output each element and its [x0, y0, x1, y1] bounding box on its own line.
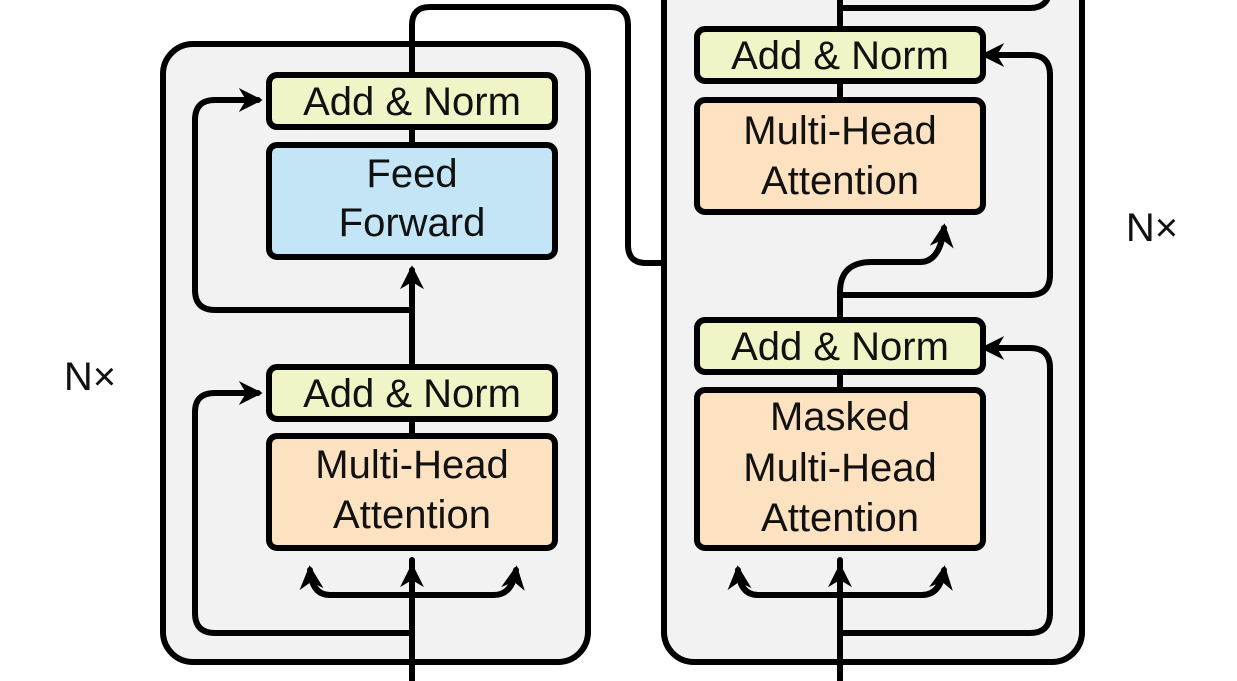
encoder-add-norm-top — [266, 72, 558, 130]
decoder-add-norm-top — [694, 26, 986, 84]
decoder-masked-input-fork-left — [727, 565, 843, 598]
encoder-repeat-label: N× — [64, 355, 116, 399]
decoder-link-norm-cross — [837, 223, 954, 323]
decoder-residual-2 — [837, 43, 1053, 298]
encoder-attention-input-fork — [299, 565, 415, 598]
decoder-masked-input-fork-right — [837, 565, 953, 598]
decoder-add-norm-mid — [694, 317, 986, 375]
decoder-add-norm-top-label: Add & Norm — [731, 34, 949, 78]
decoder-repeat-label: N× — [1126, 206, 1178, 250]
encoder-add-norm-bottom — [266, 364, 558, 422]
encoder-attention — [266, 433, 558, 551]
decoder-add-norm-mid-label: Add & Norm — [731, 325, 949, 369]
encoder-panel — [160, 41, 591, 665]
encoder-residual-2 — [192, 88, 415, 313]
encoder-attention-line-2: Attention — [333, 493, 491, 537]
encoder-attention-input-fork-right — [409, 565, 525, 598]
decoder-cross-attention — [694, 97, 986, 215]
encoder-feed-forward-line-1: Feed — [366, 152, 457, 196]
decoder-cross-attention-line-1: Multi-Head — [743, 109, 936, 153]
encoder-feed-forward-line-2: Forward — [339, 201, 486, 245]
encoder-residual-1 — [192, 381, 415, 636]
decoder-cross-attention-line-2: Attention — [761, 159, 919, 203]
decoder-masked-attention-line-2: Multi-Head — [743, 446, 936, 490]
decoder-masked-attention-line-1: Masked — [770, 395, 910, 439]
encoder-feed-forward — [266, 142, 558, 260]
decoder-masked-attention-line-3: Attention — [761, 496, 919, 540]
encoder-add-norm-top-label: Add & Norm — [303, 80, 521, 124]
encoder-attention-line-1: Multi-Head — [315, 443, 508, 487]
decoder-top-residual-return — [837, 0, 1051, 11]
decoder-masked-attention — [694, 387, 986, 551]
encoder-add-norm-bottom-label: Add & Norm — [303, 372, 521, 416]
decoder-residual-1 — [837, 336, 1053, 636]
